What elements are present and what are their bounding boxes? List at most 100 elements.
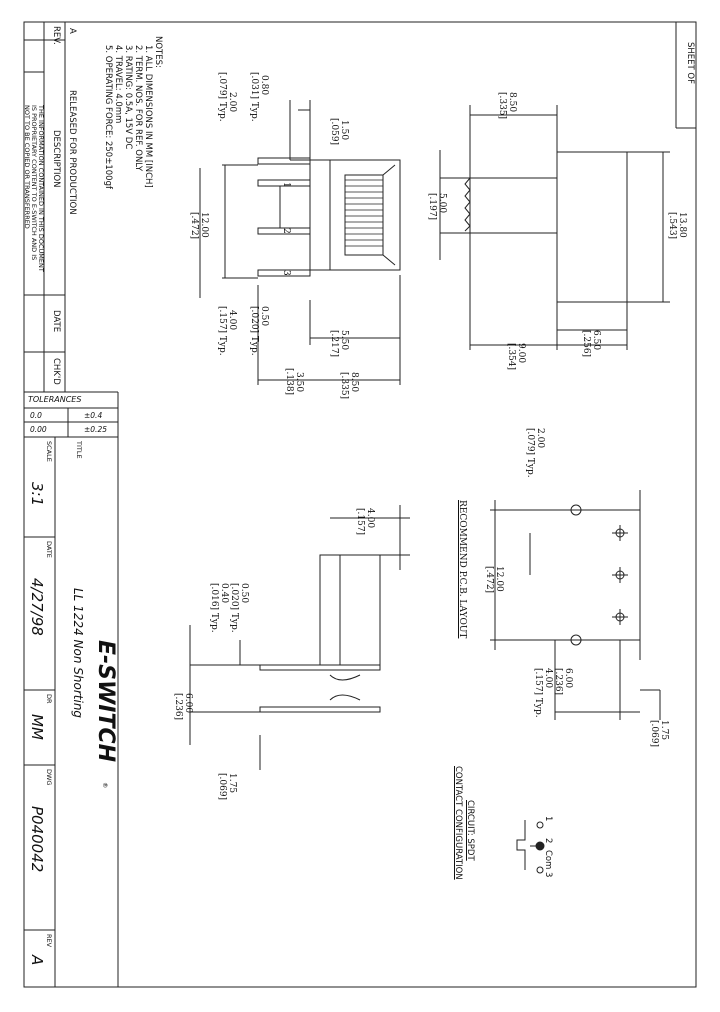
dim-top-6-inch: [.157] Typ. [217,306,227,356]
tolerance-format-1: 0.0 [30,411,42,420]
chkd-header: CHK'D [51,358,61,385]
date-label: DATE [45,541,53,558]
note-3: 3. RATING: 0.5A, 15V DC [123,45,133,150]
dim-front-1-inch: [.157] [355,508,365,536]
circuit-com: Com [543,850,553,870]
dim-side-1-inch: [.335] [497,92,507,120]
rev-description-header: DESCRIPTION [51,130,61,188]
dim-top-9: 8.50 [349,372,359,393]
dim-front-1: 4.00 [365,508,375,529]
terminal-number-3: 3 [281,270,291,276]
note-2: 2. TERM. NOS. FOR REF. ONLY [133,45,143,172]
circuit-type: CIRCUIT: SPDT [465,800,475,861]
dim-top-2-inch: [.031] Typ. [249,72,259,122]
tolerance-value-1: ±0.4 [84,411,103,420]
drawing-title: LL 1224 Non Shorting [71,588,85,719]
rev-description: RELEASED FOR PRODUCTION [67,90,77,215]
logo-registered-mark: ® [101,782,109,789]
dim-top-5-inch: [.020] Typ. [249,306,259,356]
date-value: 4/27/98 [28,578,46,636]
note-5: 5. OPERATING FORCE: 250±100gf [103,45,113,189]
pcb-layout [490,490,661,720]
circuit-pin-2: 2 [543,838,553,844]
proprietary-3: NOT TO BE COPIED OR TRANSFERRED [23,105,31,229]
dim-side-3: 13.80 [677,212,687,238]
dim-pcb-3: 6.00 [563,668,573,689]
top-view [199,100,401,385]
rev-number: A [28,955,46,966]
sheet-border [23,21,697,988]
rev-value: A [67,28,77,34]
dim-pcb-1-inch: [.079] Typ. [525,428,535,478]
dim-pcb-2-inch: [.472] [484,566,494,594]
dim-front-4: 6.00 [183,693,193,714]
dim-pcb-4-inch: [.157] Typ. [533,668,543,718]
tolerance-format-2: 0.00 [30,425,47,434]
dim-front-2: 0.50 [239,583,249,604]
rev-label: REV [45,934,53,948]
dim-side-3-inch: [.543] [667,212,677,240]
dim-top-4: 12.00 [199,212,209,238]
dim-top-3: 2.00 [227,92,237,113]
pcb-layout-label: RECOMMEND P.C.B. LAYOUT [457,500,467,639]
dim-side-5-inch: [.256] [581,330,591,358]
dim-top-9-inch: [.335] [339,372,349,400]
dim-side-1: 8.50 [507,92,517,113]
dim-top-8-inch: [.138] [284,368,294,396]
dim-top-6: 4.00 [227,310,237,331]
proprietary-1: THE INFORMATION CONTAINED IN THIS DOCUME… [37,105,45,272]
dim-pcb-5: 1.75 [659,720,669,741]
dwg-number: P040042 [28,806,46,873]
dim-pcb-2: 12.00 [494,566,504,592]
drawn-by-value: MM [28,714,46,740]
e-switch-logo: E-SWITCH [93,640,118,763]
dim-front-3-inch: [.016] Typ. [209,583,219,633]
dim-front-5-inch: [.069] [217,773,227,801]
contact-configuration: CONTACT CONFIGURATION [453,766,463,880]
dim-front-4-inch: [.236] [173,693,183,721]
tolerances-header: TOLERANCES [28,395,82,404]
dim-side-4: 9.00 [516,343,526,364]
side-view [439,105,670,350]
dim-top-7-inch: [.217] [329,330,339,358]
dim-top-2: 0.80 [259,75,269,96]
dim-front-3: 0.40 [219,583,229,604]
dim-top-1-inch: [.059] [329,118,339,146]
circuit-symbol [516,820,545,874]
note-4: 4. TRAVEL: 4.0mm [113,45,123,124]
dim-side-5: 6.50 [591,330,601,351]
terminal-number-1: 1 [281,182,291,188]
dim-side-4-inch: [.354] [506,343,516,371]
dim-top-8: 3.50 [294,372,304,393]
sheet-label: SHEET OF [685,42,695,85]
dim-side-2-inch: [.197] [427,193,437,221]
scale-label: SCALE [45,441,53,462]
tolerance-value-2: ±0.25 [84,425,107,434]
date-header: DATE [51,310,61,333]
dim-front-5: 1.75 [227,773,237,794]
dim-front-2-inch: [.020] Typ. [229,583,239,633]
drawn-by-label: DR [45,694,53,704]
dwg-label: DWG [45,769,53,786]
scale-value: 3:1 [28,482,46,507]
dim-pcb-1: 2.00 [535,428,545,449]
dim-top-7: 5.50 [339,330,349,351]
note-1: 1. ALL DIMENSIONS IN MM [INCH] [143,45,153,188]
dim-top-1: 1.50 [339,120,349,141]
rev-header: REV. [51,26,61,45]
terminal-number-2: 2 [281,228,291,234]
dim-pcb-4: 4.00 [543,668,553,689]
dim-pcb-5-inch: [.069] [649,720,659,748]
circuit-pin-3: 3 [543,872,553,878]
notes-heading: NOTES: [153,36,163,68]
dim-top-5: 0.50 [259,306,269,327]
dim-pcb-3-inch: [.236] [553,668,563,696]
dim-side-2: 5.00 [437,193,447,214]
title-label: TITLE [75,441,83,459]
circuit-pin-1: 1 [543,816,553,822]
dim-top-4-inch: [.472] [189,212,199,240]
front-view [189,505,410,770]
dim-top-3-inch: [.079] Typ. [217,72,227,122]
